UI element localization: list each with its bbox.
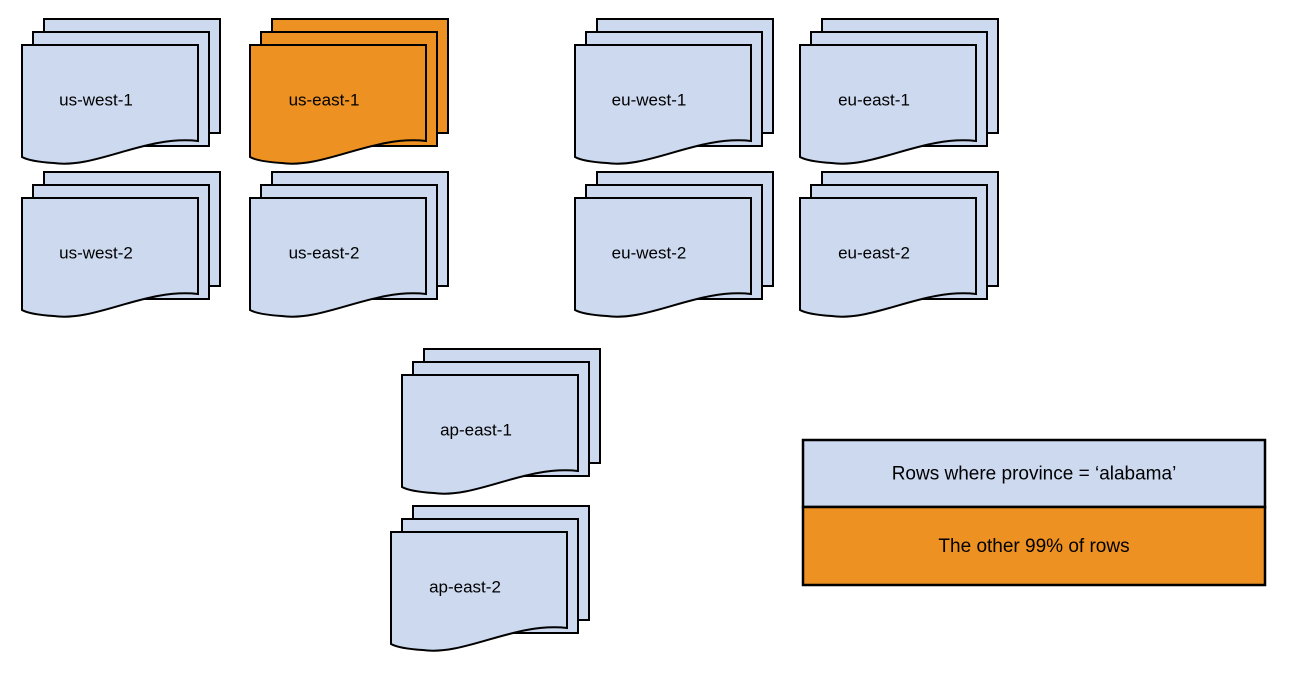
stack-layer-front — [21, 44, 199, 165]
stack-layer-front — [390, 531, 568, 652]
legend: Rows where province = ‘alabama’ The other… — [801, 438, 1267, 587]
legend-row-blue-swatch — [801, 438, 1267, 509]
stack-label-us-east-2: us-east-2 — [289, 243, 360, 262]
stack-layer-front — [799, 197, 977, 318]
document-stack-eu-east-1[interactable]: eu-east-1 — [799, 18, 999, 165]
legend-row-blue-label: Rows where province = ‘alabama’ — [892, 464, 1177, 485]
stack-label-eu-west-2: eu-west-2 — [612, 243, 687, 262]
legend-row-orange-swatch — [801, 505, 1267, 587]
stack-layer-front — [799, 44, 977, 165]
document-stack-eu-west-2[interactable]: eu-west-2 — [574, 171, 774, 318]
document-stack-ap-east-1[interactable]: ap-east-1 — [401, 348, 601, 495]
document-stack-us-east-2[interactable]: us-east-2 — [249, 171, 449, 318]
stack-layer-front — [401, 374, 579, 495]
document-stack-ap-east-2[interactable]: ap-east-2 — [390, 505, 590, 652]
stack-label-ap-east-1: ap-east-1 — [440, 420, 512, 439]
stack-layer-front — [574, 44, 752, 165]
stack-layer-front — [249, 197, 427, 318]
document-stack-eu-east-2[interactable]: eu-east-2 — [799, 171, 999, 318]
legend-row-orange-label: The other 99% of rows — [938, 536, 1129, 557]
stack-label-eu-east-1: eu-east-1 — [838, 90, 910, 109]
stack-label-us-east-1: us-east-1 — [289, 90, 360, 109]
legend-row-orange: The other 99% of rows — [801, 505, 1267, 587]
stack-layer-front — [21, 197, 199, 318]
stack-layer-front — [249, 44, 427, 165]
stack-label-us-west-1: us-west-1 — [59, 90, 133, 109]
stack-layer-front — [574, 197, 752, 318]
legend-row-blue: Rows where province = ‘alabama’ — [801, 438, 1267, 509]
stack-label-eu-east-2: eu-east-2 — [838, 243, 910, 262]
stack-label-ap-east-2: ap-east-2 — [429, 577, 501, 596]
stack-label-us-west-2: us-west-2 — [59, 243, 133, 262]
stack-label-eu-west-1: eu-west-1 — [612, 90, 687, 109]
stacks-layer: us-west-1 us-east-1 eu-west-1 eu-east-1 us-w… — [21, 18, 999, 652]
document-stack-eu-west-1[interactable]: eu-west-1 — [574, 18, 774, 165]
document-stack-us-west-2[interactable]: us-west-2 — [21, 171, 221, 318]
document-stack-us-west-1[interactable]: us-west-1 — [21, 18, 221, 165]
document-stack-us-east-1[interactable]: us-east-1 — [249, 18, 449, 165]
